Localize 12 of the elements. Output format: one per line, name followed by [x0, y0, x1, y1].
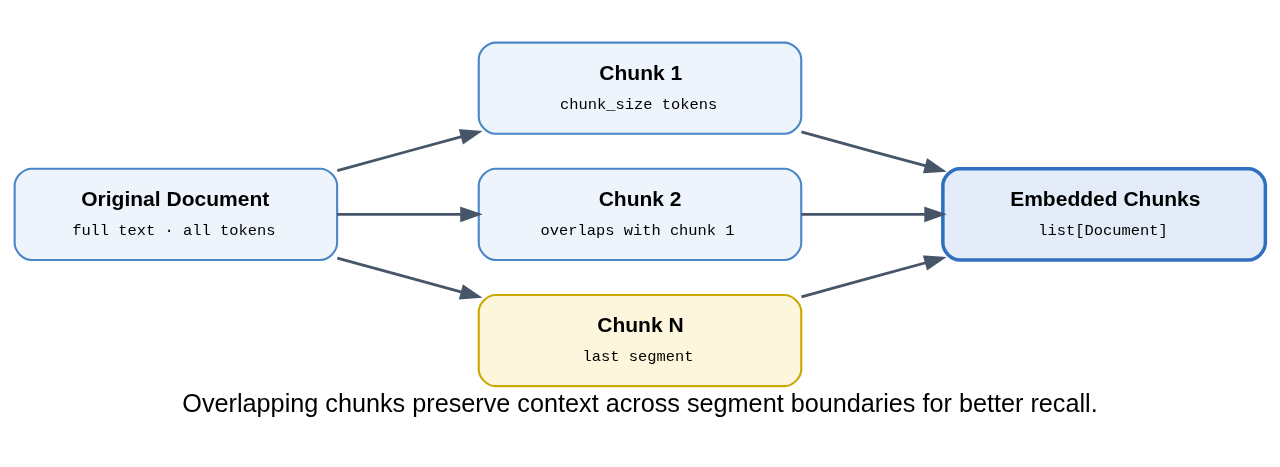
arrow [336, 256, 483, 300]
arrow [337, 206, 483, 222]
caption: Overlapping chunks preserve context across segment boundaries for better recall. [182, 388, 1098, 417]
node-box: Embedded Chunks list[Document] [941, 166, 1268, 262]
node-box: Original Document full text · all tokens [13, 167, 339, 261]
arrow [336, 128, 483, 172]
node-box: Chunk 2 overlaps with chunk 1 [477, 167, 803, 261]
arrow [801, 130, 947, 173]
arrow [801, 254, 947, 298]
arrow [801, 206, 947, 222]
node-box: Chunk N last segment [477, 293, 803, 387]
node-box: Chunk 1 chunk_size tokens [477, 41, 803, 135]
